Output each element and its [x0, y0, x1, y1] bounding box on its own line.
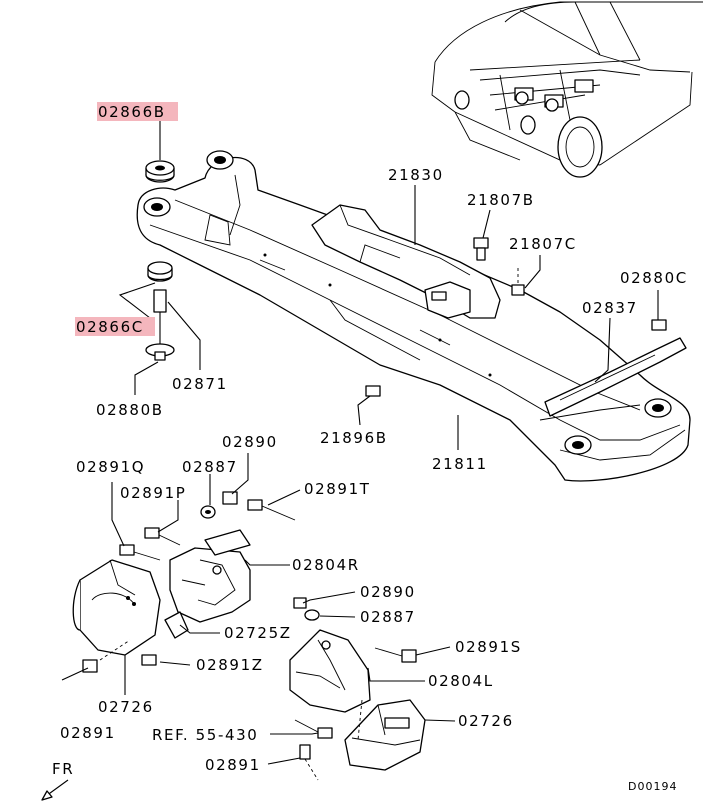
bracket-21830 [311, 204, 501, 319]
callout-02804R[interactable]: 02804R [292, 556, 360, 574]
callout-02871[interactable]: 02871 [172, 375, 228, 393]
callout-02804L[interactable]: 02804L [428, 672, 494, 690]
hardware-right-mount [82, 491, 296, 673]
front-arrowhead-icon [41, 790, 53, 801]
callout-02887-lower[interactable]: 02887 [360, 608, 416, 626]
callout-02890-upper[interactable]: 02890 [222, 433, 278, 451]
callout-02866C[interactable]: 02866C [76, 318, 144, 336]
callout-02726-left[interactable]: 02726 [458, 712, 514, 730]
callout-02880C[interactable]: 02880C [620, 269, 688, 287]
callout-02891T[interactable]: 02891T [304, 480, 370, 498]
front-direction-indicator: FR [41, 760, 74, 801]
leader-lines [61, 120, 659, 765]
engine-mount-insulator-02726-right [72, 559, 161, 656]
callout-02891-right[interactable]: 02891 [60, 724, 116, 742]
callout-21896B[interactable]: 21896B [320, 429, 388, 447]
callout-02891-left[interactable]: 02891 [205, 756, 261, 774]
engine-mount-insulator-02726-left [344, 699, 426, 771]
engine-mount-right-02804R [169, 529, 251, 623]
highlight-02866C [75, 317, 155, 336]
callout-21807C[interactable]: 21807C [509, 235, 577, 253]
hardware-upper [145, 160, 667, 397]
rail-02837 [544, 337, 687, 417]
vehicle-inset-illustration [431, 1, 703, 178]
hardware-left-mount [293, 597, 417, 781]
callout-02891P[interactable]: 02891P [120, 484, 186, 502]
callout-21830[interactable]: 21830 [388, 166, 444, 184]
callout-02880B[interactable]: 02880B [96, 401, 164, 419]
callout-21807B[interactable]: 21807B [467, 191, 535, 209]
callout-02866B[interactable]: 02866B [98, 103, 166, 121]
callout-21811[interactable]: 21811 [432, 455, 488, 473]
engine-mount-left-02804L [289, 629, 371, 713]
callout-02891Q[interactable]: 02891Q [76, 458, 145, 476]
callout-02725Z[interactable]: 02725Z [224, 624, 292, 642]
callout-02887-upper[interactable]: 02887 [182, 458, 238, 476]
callout-ref-55-430[interactable]: REF. 55-430 [152, 726, 258, 744]
callout-02891Z[interactable]: 02891Z [196, 656, 264, 674]
front-direction-label: FR [52, 760, 74, 778]
callout-02726-right[interactable]: 02726 [98, 698, 154, 716]
highlight-02866B [97, 102, 178, 121]
drawing-code: D00194 [628, 780, 677, 793]
callout-02891S[interactable]: 02891S [455, 638, 522, 656]
callout-02890-lower[interactable]: 02890 [360, 583, 416, 601]
callout-02837[interactable]: 02837 [582, 299, 638, 317]
